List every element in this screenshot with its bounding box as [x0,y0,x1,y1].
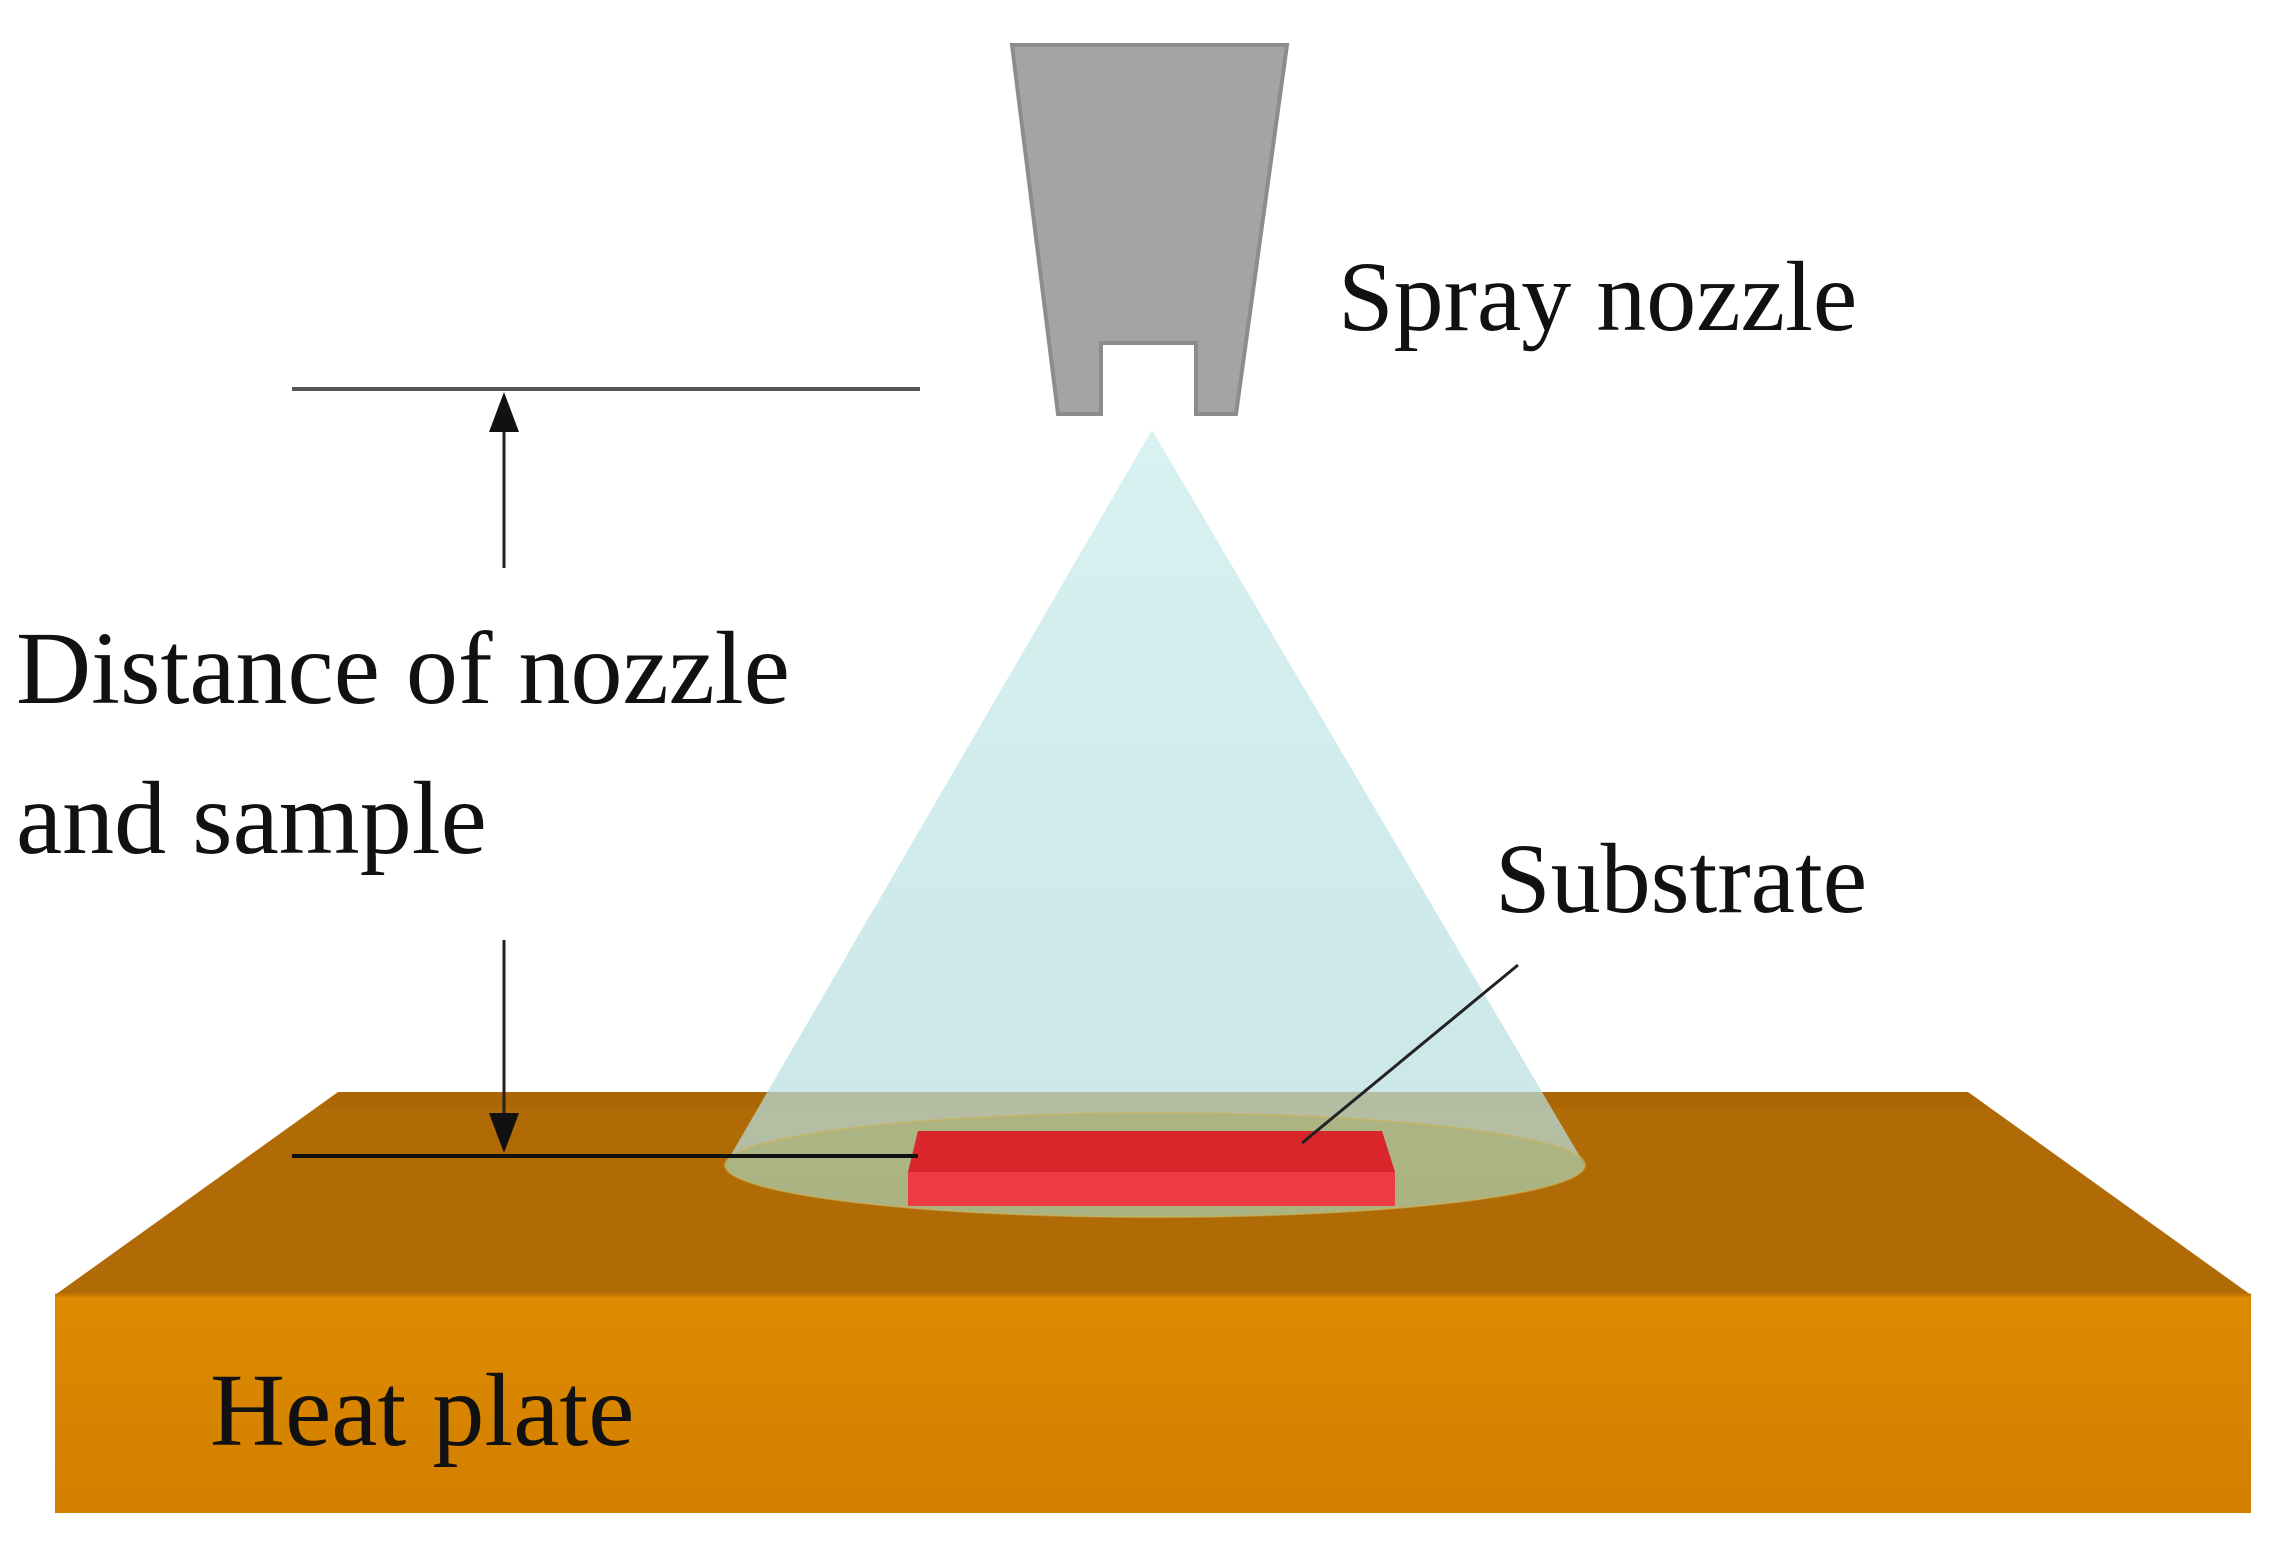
spray-cone-body [725,430,1585,1218]
heat-plate-label: Heat plate [210,1353,634,1468]
heat-plate-front [55,1295,2251,1513]
distance-label-line2: and sample [16,761,487,876]
spray-cone [724,430,1586,1218]
arrow-up-icon [489,392,519,432]
spray-nozzle-label: Spray nozzle [1338,241,1857,352]
spray-nozzle-body [1009,43,1290,416]
substrate-label: Substrate [1495,823,1867,934]
distance-label-line1: Distance of nozzle [16,611,790,726]
substrate-top [908,1131,1395,1172]
arrow-down-icon [489,1113,519,1153]
spray-nozzle [1009,43,1290,416]
substrate [908,1131,1395,1206]
substrate-leader-line [1301,963,1519,1145]
distance-dimension [292,387,920,1158]
substrate-front [908,1172,1395,1206]
